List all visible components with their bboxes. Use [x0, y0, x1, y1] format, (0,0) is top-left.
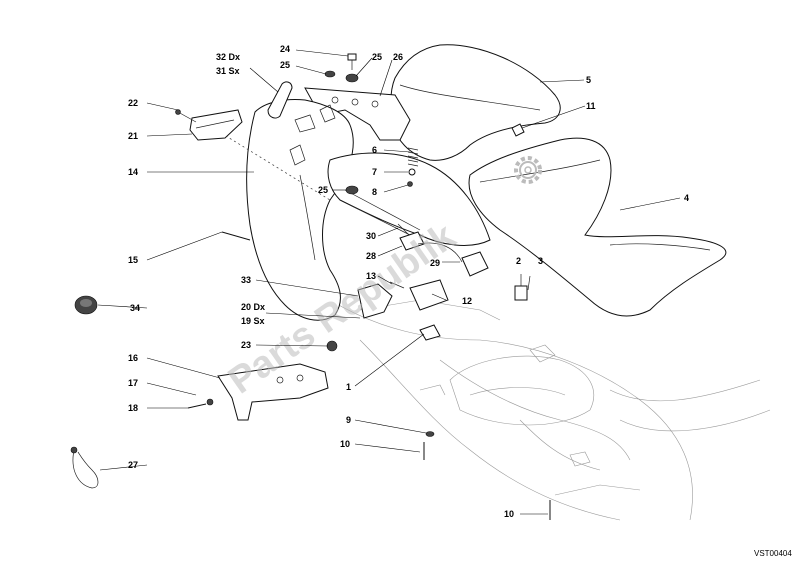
callout-5: 5 — [586, 75, 591, 85]
tail-fairing-part-14 — [199, 99, 354, 321]
callout-1: 1 — [346, 382, 351, 392]
callout-30: 30 — [366, 231, 376, 241]
fasteners — [175, 53, 551, 520]
seat-part-4 — [468, 137, 727, 317]
callout-27: 27 — [128, 460, 138, 470]
seat-cover-part-5 — [390, 44, 561, 161]
bracket-part-16 — [217, 363, 329, 421]
callout-6: 6 — [372, 145, 377, 155]
callout-17: 17 — [128, 378, 138, 388]
tail-light-part-21 — [189, 109, 243, 141]
callout-10-bottom: 10 — [504, 509, 514, 519]
callout-12: 12 — [462, 296, 472, 306]
callout-22: 22 — [128, 98, 138, 108]
callout-3: 3 — [538, 256, 543, 266]
cable-part-27 — [70, 446, 99, 489]
callout-labels: 32 Dx 31 Sx 24 25 25 26 5 11 22 21 14 6 … — [128, 44, 689, 519]
callout-16: 16 — [128, 353, 138, 363]
callout-8: 8 — [372, 187, 377, 197]
grab-handle-part-32-31 — [267, 81, 293, 119]
callout-13: 13 — [366, 271, 376, 281]
leader-lines — [97, 49, 681, 515]
callout-29: 29 — [430, 258, 440, 268]
callout-25-top: 25 — [280, 60, 290, 70]
callout-34: 34 — [130, 303, 140, 313]
callout-19: 19 Sx — [241, 316, 265, 326]
callout-24: 24 — [280, 44, 290, 54]
undertray-housing — [327, 152, 491, 246]
callout-25-mid: 25 — [318, 185, 328, 195]
callout-15: 15 — [128, 255, 138, 265]
rear-frame-outline — [329, 299, 771, 521]
callout-10-left: 10 — [340, 439, 350, 449]
callout-4: 4 — [684, 193, 689, 203]
callout-32: 32 Dx — [216, 52, 240, 62]
callout-33: 33 — [241, 275, 251, 285]
callout-9: 9 — [346, 415, 351, 425]
callout-7: 7 — [372, 167, 377, 177]
callout-14: 14 — [128, 167, 138, 177]
diagram-code: VST00404 — [754, 549, 792, 558]
callout-20: 20 Dx — [241, 302, 265, 312]
callout-25-right: 25 — [372, 52, 382, 62]
callout-11: 11 — [586, 101, 596, 111]
callout-21: 21 — [128, 131, 138, 141]
callout-23: 23 — [241, 340, 251, 350]
callout-2: 2 — [516, 256, 521, 266]
callout-28: 28 — [366, 251, 376, 261]
rubber-cap-part-34 — [74, 295, 98, 315]
callout-26: 26 — [393, 52, 403, 62]
gear-icon — [514, 156, 542, 184]
callout-18: 18 — [128, 403, 138, 413]
callout-31: 31 Sx — [216, 66, 240, 76]
